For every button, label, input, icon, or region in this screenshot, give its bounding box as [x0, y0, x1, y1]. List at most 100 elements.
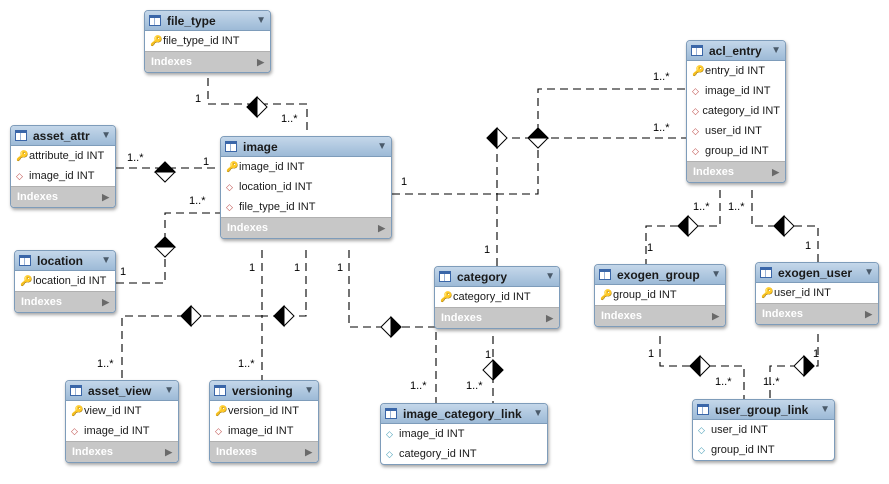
table-asset_view[interactable]: asset_view ▼ 🔑view_id INT ◇image_id INT …	[65, 380, 179, 463]
card-label: 1..*	[410, 380, 427, 392]
table-header[interactable]: user_group_link ▼	[693, 400, 834, 420]
table-file_type[interactable]: file_type ▼ 🔑file_type_id INT Indexes▶	[144, 10, 271, 73]
triangle-right-icon[interactable]: ▶	[102, 191, 109, 202]
table-exogen_user[interactable]: exogen_user ▼ 🔑user_id INT Indexes▶	[755, 262, 879, 325]
column-row[interactable]: 🔑attribute_id INT	[11, 146, 115, 166]
card-label: 1..*	[715, 376, 732, 388]
triangle-right-icon[interactable]: ▶	[546, 312, 553, 323]
column-row[interactable]: 🔑view_id INT	[66, 401, 178, 421]
column-row[interactable]: ◇image_id INT	[210, 421, 318, 441]
triangle-down-icon[interactable]: ▼	[545, 271, 555, 282]
indexes-bar[interactable]: Indexes▶	[687, 161, 785, 182]
table-header[interactable]: asset_view ▼	[66, 381, 178, 401]
triangle-right-icon[interactable]: ▶	[378, 222, 385, 233]
indexes-bar[interactable]: Indexes▶	[595, 305, 725, 326]
table-icon	[149, 15, 161, 26]
indexes-bar[interactable]: Indexes▶	[221, 217, 391, 238]
triangle-down-icon[interactable]: ▼	[256, 15, 266, 26]
table-category[interactable]: category ▼ 🔑category_id INT Indexes▶	[434, 266, 560, 329]
indexes-bar[interactable]: Indexes▶	[15, 291, 115, 312]
triangle-right-icon[interactable]: ▶	[102, 296, 109, 307]
triangle-down-icon[interactable]: ▼	[377, 141, 387, 152]
card-label: 1	[294, 262, 300, 274]
triangle-down-icon[interactable]: ▼	[164, 385, 174, 396]
table-image[interactable]: image ▼ 🔑image_id INT ◇location_id INT ◇…	[220, 136, 392, 239]
column-row[interactable]: ◇category_id INT	[381, 444, 547, 464]
card-label: 1	[484, 244, 490, 256]
table-header[interactable]: image_category_link ▼	[381, 404, 547, 424]
column-row[interactable]: 🔑file_type_id INT	[145, 31, 270, 51]
table-header[interactable]: exogen_group ▼	[595, 265, 725, 285]
table-location[interactable]: location ▼ 🔑location_id INT Indexes▶	[14, 250, 116, 313]
column-row[interactable]: ◇image_id INT	[381, 424, 547, 444]
indexes-bar[interactable]: Indexes▶	[756, 303, 878, 324]
key-icon: 🔑	[440, 291, 453, 303]
column-row[interactable]: ◇category_id INT	[687, 101, 785, 121]
table-name: file_type	[167, 13, 216, 28]
column-row[interactable]: ◇image_id INT	[687, 81, 785, 101]
table-versioning[interactable]: versioning ▼ 🔑version_id INT ◇image_id I…	[209, 380, 319, 463]
triangle-down-icon[interactable]: ▼	[533, 408, 543, 419]
column-row[interactable]: 🔑location_id INT	[15, 271, 115, 291]
column-row[interactable]: 🔑entry_id INT	[687, 61, 785, 81]
table-user_group_link[interactable]: user_group_link ▼ ◇ user_id INT ◇group_id…	[692, 399, 835, 461]
triangle-right-icon[interactable]: ▶	[305, 446, 312, 457]
table-image_category_link[interactable]: image_category_link ▼ ◇image_id INT ◇cat…	[380, 403, 548, 465]
column-row[interactable]: 🔑image_id INT	[221, 157, 391, 177]
indexes-bar[interactable]: Indexes▶	[145, 51, 270, 72]
indexes-bar[interactable]: Indexes▶	[66, 441, 178, 462]
triangle-down-icon[interactable]: ▼	[820, 404, 830, 415]
table-exogen_group[interactable]: exogen_group ▼ 🔑group_id INT Indexes▶	[594, 264, 726, 327]
column-row[interactable]: ◇group_id INT	[693, 440, 834, 460]
column-row[interactable]: ◇image_id INT	[11, 166, 115, 186]
table-header[interactable]: versioning ▼	[210, 381, 318, 401]
triangle-right-icon[interactable]: ▶	[865, 308, 872, 319]
column-row[interactable]: 🔑group_id INT	[595, 285, 725, 305]
diamond-category-icl	[482, 358, 504, 382]
table-name: exogen_group	[617, 267, 700, 282]
key-icon: 🔑	[150, 35, 163, 47]
column-row[interactable]: ◇user_id INT	[687, 121, 785, 141]
triangle-right-icon[interactable]: ▶	[165, 446, 172, 457]
diamond-outline-icon: ◇	[698, 424, 705, 435]
table-header[interactable]: exogen_user ▼	[756, 263, 878, 283]
column-label: user_id INT	[711, 424, 768, 436]
column-row[interactable]: ◇image_id INT	[66, 421, 178, 441]
table-header[interactable]: location ▼	[15, 251, 115, 271]
triangle-down-icon[interactable]: ▼	[304, 385, 314, 396]
column-label: category_id INT	[702, 105, 780, 117]
triangle-down-icon[interactable]: ▼	[864, 267, 874, 278]
column-row[interactable]: ◇file_type_id INT	[221, 197, 391, 217]
column-label: image_id INT	[399, 428, 465, 440]
column-label: file_type_id INT	[239, 201, 316, 213]
indexes-bar[interactable]: Indexes▶	[11, 186, 115, 207]
triangle-down-icon[interactable]: ▼	[101, 255, 111, 266]
table-header[interactable]: category ▼	[435, 267, 559, 287]
table-header[interactable]: image ▼	[221, 137, 391, 157]
column-row[interactable]: ◇location_id INT	[221, 177, 391, 197]
table-header[interactable]: file_type ▼	[145, 11, 270, 31]
diamond-asset_attr-image	[153, 161, 177, 183]
indexes-bar[interactable]: Indexes▶	[435, 307, 559, 328]
indexes-label: Indexes	[216, 446, 257, 458]
triangle-down-icon[interactable]: ▼	[771, 45, 781, 56]
triangle-right-icon[interactable]: ▶	[712, 310, 719, 321]
table-header[interactable]: asset_attr ▼	[11, 126, 115, 146]
column-row[interactable]: 🔑category_id INT	[435, 287, 559, 307]
triangle-right-icon[interactable]: ▶	[772, 166, 779, 177]
triangle-down-icon[interactable]: ▼	[711, 269, 721, 280]
column-label: attribute_id INT	[29, 150, 105, 162]
column-row[interactable]: 🔑version_id INT	[210, 401, 318, 421]
column-row[interactable]: ◇group_id INT	[687, 141, 785, 161]
column-label: entry_id INT	[705, 65, 765, 77]
table-header[interactable]: acl_entry ▼	[687, 41, 785, 61]
table-acl_entry[interactable]: acl_entry ▼ 🔑entry_id INT ◇image_id INT …	[686, 40, 786, 183]
column-row[interactable]: ◇ user_id INT	[693, 420, 834, 440]
indexes-bar[interactable]: Indexes ▶	[210, 441, 318, 462]
column-row[interactable]: 🔑user_id INT	[756, 283, 878, 303]
table-asset_attr[interactable]: asset_attr ▼ 🔑attribute_id INT ◇image_id…	[10, 125, 116, 208]
triangle-down-icon[interactable]: ▼	[101, 130, 111, 141]
table-icon	[15, 130, 27, 141]
triangle-right-icon[interactable]: ▶	[257, 56, 264, 67]
cardinality-labels: 1 1..* 1..* 1 1..* 1 1 1 1 1..* 1..* 1 1…	[97, 71, 819, 392]
